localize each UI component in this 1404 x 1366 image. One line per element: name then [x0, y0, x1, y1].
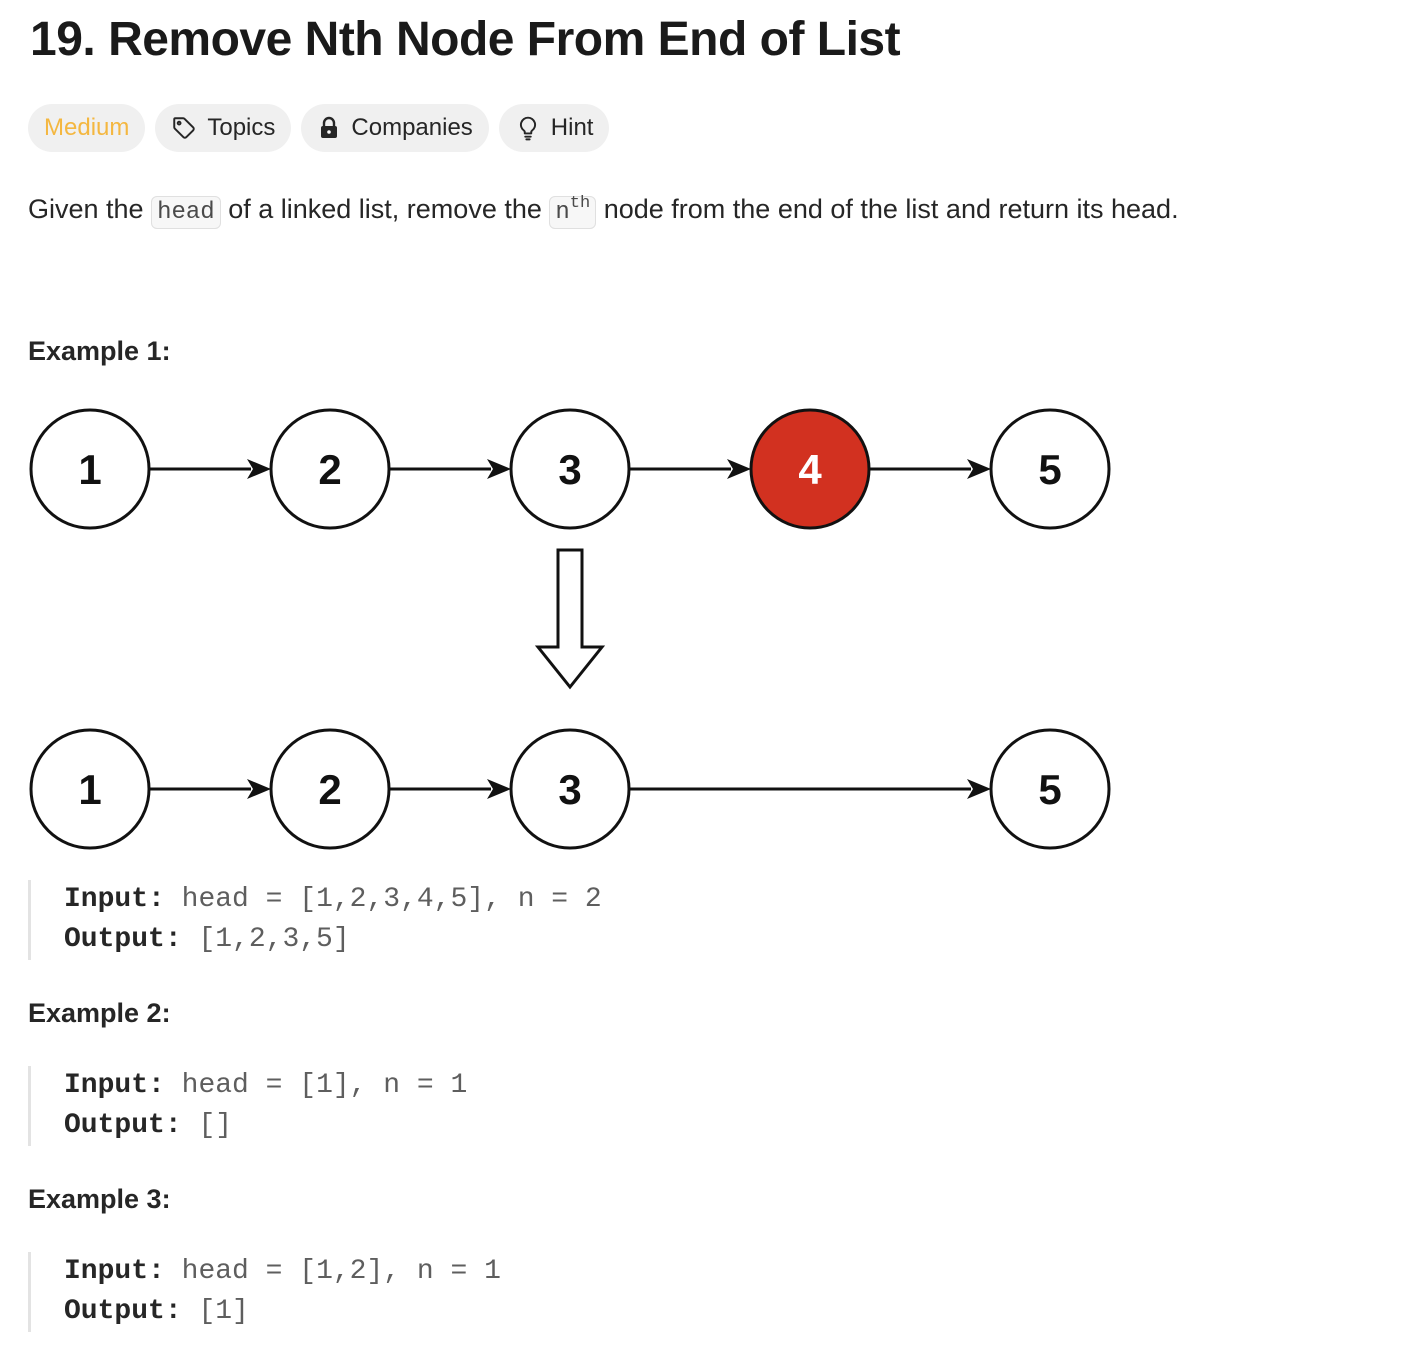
arrow-before-2-head	[487, 459, 511, 479]
difficulty-badge[interactable]: Medium	[28, 104, 146, 152]
node-before-5-label: 5	[1038, 446, 1061, 493]
topics-button[interactable]: Topics	[155, 104, 292, 152]
topics-label: Topics	[207, 114, 276, 141]
node-before-2	[269, 408, 391, 530]
node-before-1-label: 1	[78, 446, 101, 493]
arrow-before-1-head	[247, 459, 271, 479]
tag-icon	[173, 117, 196, 139]
tag-bar: Medium Topics Companies Hint	[28, 104, 610, 152]
node-before-3-label: 3	[558, 446, 581, 493]
example-1-io: Input: head = [1,2,3,4,5], n = 2 Output:…	[28, 880, 602, 960]
companies-label: Companies	[351, 114, 473, 141]
companies-button[interactable]: Companies	[301, 104, 489, 152]
linked-list-diagram: 1 2 3 4 5 1 2 3 5	[29, 408, 1111, 850]
node-after-2-label: 2	[318, 766, 341, 813]
page-title: 19. Remove Nth Node From End of List	[30, 13, 901, 66]
lock-icon	[321, 116, 338, 138]
example-3-title: Example 3:	[28, 1184, 171, 1214]
hint-label: Hint	[550, 114, 594, 141]
node-after-5	[989, 728, 1111, 850]
node-after-1-label: 1	[78, 766, 101, 813]
node-after-5-label: 5	[1038, 766, 1061, 813]
node-before-5	[989, 408, 1111, 530]
arrow-after-3-head	[967, 779, 991, 799]
example-2-title: Example 2:	[28, 998, 171, 1028]
node-before-4-label: 4	[798, 446, 822, 493]
node-before-3	[509, 408, 631, 530]
example-3-io: Input: head = [1,2], n = 1 Output: [1]	[28, 1252, 501, 1332]
transform-arrow	[534, 548, 606, 690]
problem-description: Given the head of a linked list, remove …	[28, 186, 1179, 233]
hint-button[interactable]: Hint	[498, 104, 610, 152]
node-before-2-label: 2	[318, 446, 341, 493]
node-before-1	[29, 408, 151, 530]
example-2-io: Input: head = [1], n = 1 Output: []	[28, 1066, 467, 1146]
node-after-3-label: 3	[558, 766, 581, 813]
arrow-after-2-head	[487, 779, 511, 799]
code-head: head	[151, 196, 221, 229]
lightbulb-icon	[519, 116, 536, 141]
node-before-4	[749, 408, 871, 530]
arrow-before-4-head	[967, 459, 991, 479]
node-after-1	[29, 728, 151, 850]
arrow-after-1-head	[247, 779, 271, 799]
node-after-2	[269, 728, 391, 850]
difficulty-label: Medium	[44, 114, 130, 141]
arrow-before-3-head	[727, 459, 751, 479]
node-after-3	[509, 728, 631, 850]
example-1-title: Example 1:	[28, 336, 171, 366]
code-nth: nth	[549, 194, 597, 229]
